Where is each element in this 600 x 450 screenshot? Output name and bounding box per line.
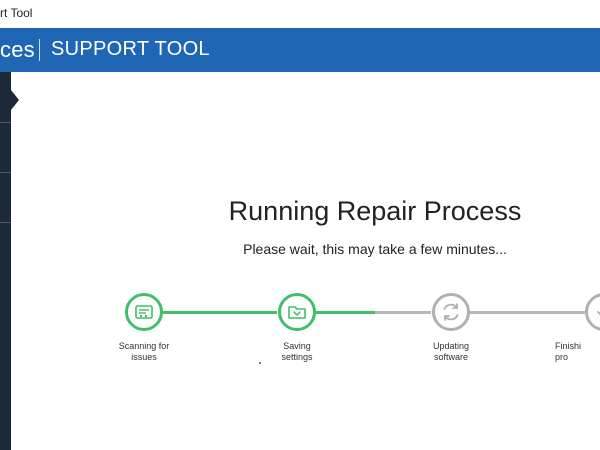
app-header: ces SUPPORT TOOL xyxy=(0,28,600,72)
step-label-finishing: Finishi pro xyxy=(555,341,582,362)
sidebar-active-indicator xyxy=(11,90,19,110)
step-saving xyxy=(278,293,316,331)
step-label-scanning: Scanning for issues xyxy=(118,341,170,362)
sidebar-separator xyxy=(0,122,11,123)
check-icon xyxy=(597,311,600,316)
progress-segment-pending xyxy=(469,311,585,314)
brand-name: ces xyxy=(0,37,35,62)
page-subtitle: Please wait, this may take a few minutes… xyxy=(243,241,507,257)
step-finishing xyxy=(585,293,600,331)
page-title: Running Repair Process xyxy=(228,196,522,226)
step-updating xyxy=(432,293,470,331)
app-subtitle: SUPPORT TOOL xyxy=(51,38,210,60)
sidebar-separator xyxy=(0,172,11,173)
sidebar xyxy=(0,72,19,450)
progress-segment-complete xyxy=(315,311,375,314)
progress-segment-complete xyxy=(163,311,277,314)
header-divider xyxy=(39,39,40,61)
stray-dot xyxy=(259,362,261,364)
scan-icon xyxy=(135,305,153,319)
window-title: rt Tool xyxy=(0,6,33,20)
folder-icon xyxy=(288,306,306,319)
sidebar-separator xyxy=(0,222,11,223)
progress-segment-pending xyxy=(375,311,431,314)
step-label-updating: Updating software xyxy=(432,341,470,362)
refresh-icon xyxy=(443,303,459,321)
step-label-saving: Saving settings xyxy=(281,341,313,362)
step-scanning xyxy=(125,293,163,331)
title-bar: rt Tool xyxy=(0,0,600,28)
